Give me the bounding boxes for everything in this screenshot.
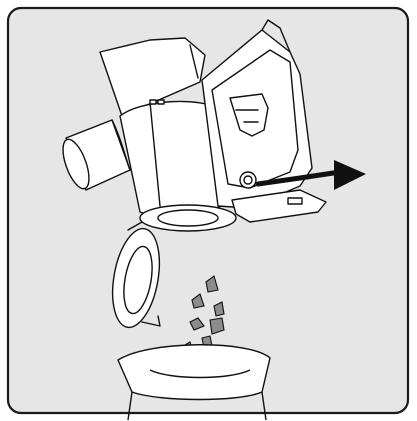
instruction-illustration bbox=[0, 0, 417, 421]
